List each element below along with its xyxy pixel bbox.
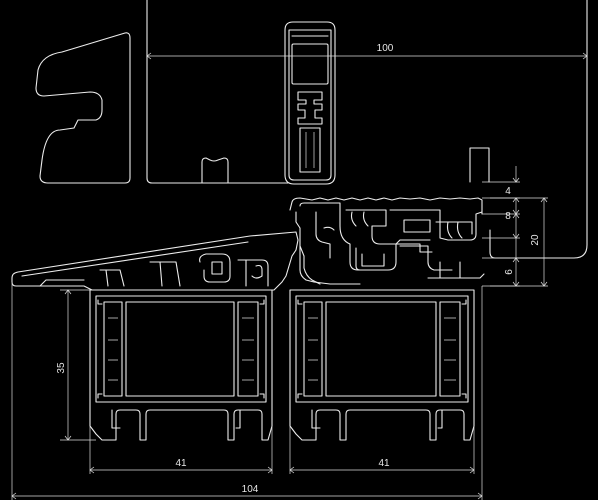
- dim-total-width: [11, 282, 483, 500]
- dim-right-chamber-label: 41: [378, 458, 390, 469]
- upper-sash-outline: [146, 0, 588, 259]
- handle-profile: [35, 32, 131, 184]
- left-frame-chamber: [89, 289, 273, 441]
- mullion-profile: [284, 21, 336, 185]
- sill-profile: [11, 231, 321, 291]
- right-frame-chamber: [289, 289, 475, 441]
- bead-profile: [289, 197, 485, 285]
- dim-left-chamber-label: 41: [175, 458, 187, 469]
- dim-sash-step-mid-label: 8: [505, 211, 511, 222]
- dim-overall-width: [146, 52, 588, 60]
- sash-notch: [201, 157, 229, 184]
- dim-sash-step-lower-label: 6: [504, 269, 515, 275]
- dim-overall-width-label: 100: [377, 43, 394, 54]
- dim-total-width-label: 104: [242, 484, 259, 495]
- dim-chamber-widths: [89, 426, 475, 474]
- dim-right-stack: [482, 166, 548, 287]
- dim-sash-step-total-label: 20: [530, 234, 541, 246]
- dim-sash-step-small-label: 4: [505, 186, 511, 197]
- dim-frame-height-label: 35: [56, 362, 67, 374]
